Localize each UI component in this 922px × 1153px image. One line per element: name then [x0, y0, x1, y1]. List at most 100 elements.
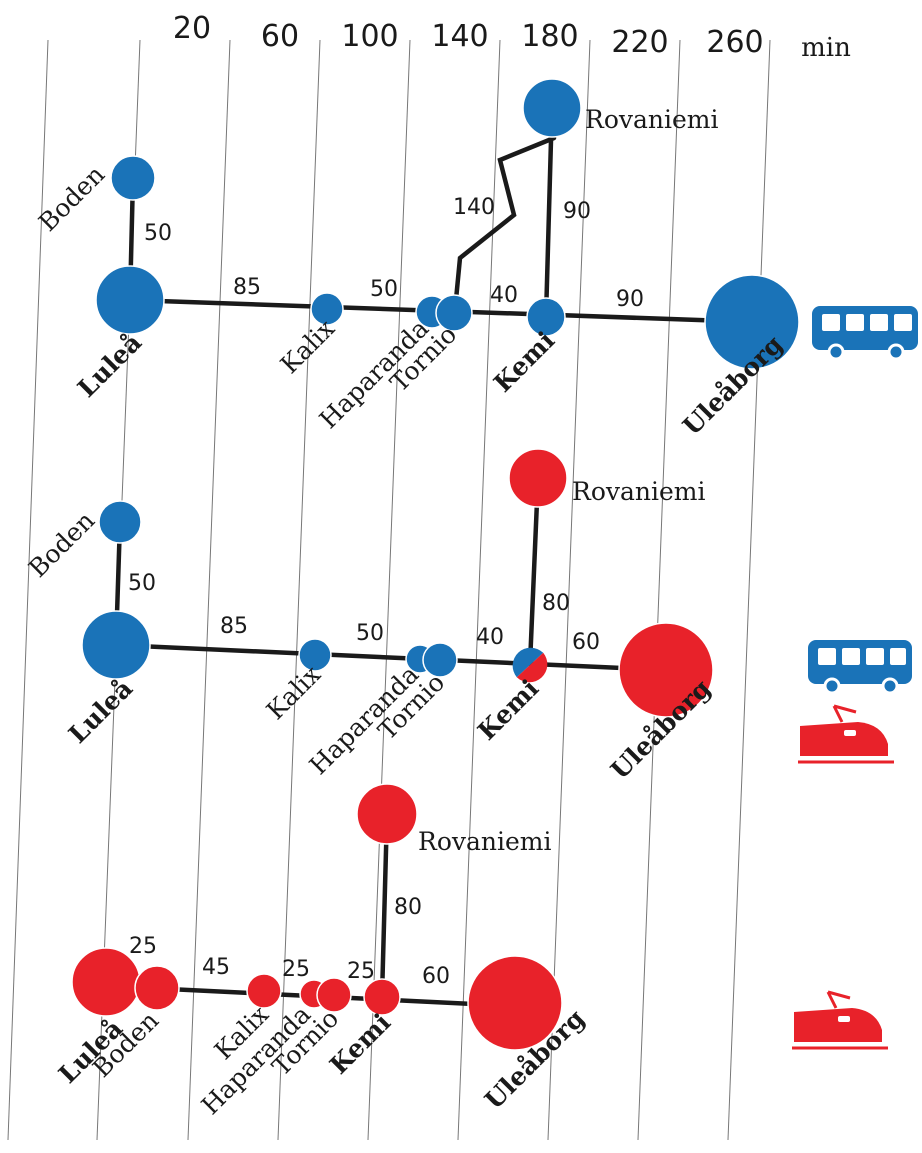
stations [95, 78, 800, 370]
travel-time-label: 80 [394, 895, 422, 920]
time-axis: 20 60 100 140 180 220 260 min [173, 11, 851, 63]
travel-time-label: 90 [563, 199, 591, 224]
travel-time-label: 85 [233, 275, 261, 300]
travel-time-label: 45 [202, 955, 230, 980]
bus-window [818, 648, 836, 665]
gridline [727, 39, 771, 1141]
station-node-kemi-bus-half [512, 647, 544, 678]
train-window [844, 730, 856, 736]
travel-time-label: 60 [422, 964, 450, 989]
axis-tick-label: 260 [706, 25, 763, 60]
train-window [838, 1016, 850, 1022]
station-node-uleaborg[interactable] [618, 622, 714, 718]
gridline [457, 39, 501, 1141]
station-label-lulea: Luleå [72, 328, 147, 403]
travel-time-label: 50 [144, 221, 172, 246]
travel-time-label: 25 [282, 957, 310, 982]
bus-window [846, 314, 864, 331]
station-label-kemi: Kemi [488, 326, 560, 398]
route-line [452, 135, 557, 313]
bus-icon [808, 640, 912, 695]
train-icon [798, 704, 894, 764]
bus-wheel [881, 677, 899, 695]
bus-window [890, 648, 906, 665]
station-node-uleaborg[interactable] [467, 955, 563, 1051]
travel-time-label: 50 [128, 571, 156, 596]
station-label-boden: Boden [33, 160, 110, 237]
travel-time-label: 60 [572, 630, 600, 655]
gridline [277, 39, 321, 1141]
station-node-rovaniemi[interactable] [508, 448, 568, 508]
route-line [113, 642, 668, 673]
bus-window [894, 314, 912, 331]
panel-bus-train: 50 85 50 40 80 60 Boden Luleå Kalix Hapa… [23, 448, 912, 785]
train-body [794, 1008, 882, 1042]
station-node-rovaniemi[interactable] [522, 78, 582, 138]
station-node-uleaborg[interactable] [704, 274, 800, 370]
travel-time-label: 50 [356, 621, 384, 646]
gridline [7, 39, 49, 1141]
station-node-kalix[interactable] [298, 638, 332, 672]
travel-time-label: 25 [347, 959, 375, 984]
station-node-boden[interactable] [134, 965, 180, 1011]
station-label-rovaniemi: Rovaniemi [572, 477, 706, 506]
train-icon [792, 990, 888, 1050]
travel-time-label: 40 [490, 283, 518, 308]
travel-time-labels: 25 45 25 25 80 60 [129, 895, 450, 989]
bus-window [866, 648, 884, 665]
panel-bus: 50 85 50 40 90 90 140 Boden Luleå Kalix … [33, 78, 918, 441]
stations [81, 448, 714, 718]
axis-tick-label: 60 [261, 19, 299, 54]
station-node-kalix[interactable] [246, 973, 282, 1009]
axis-tick-label: 140 [431, 19, 488, 54]
gridline [547, 39, 591, 1141]
travel-time-label: 90 [616, 287, 644, 312]
station-label-kemi: Kemi [472, 674, 544, 746]
station-node-rovaniemi[interactable] [356, 783, 418, 845]
station-node-kemi[interactable] [526, 297, 566, 337]
station-node-kemi[interactable] [363, 978, 401, 1016]
axis-tick-label: 20 [173, 11, 211, 46]
station-label-rovaniemi: Rovaniemi [585, 105, 719, 134]
train-pantograph [833, 704, 857, 714]
station-node-tornio[interactable] [435, 294, 473, 332]
train-body [800, 722, 888, 756]
route-line [527, 475, 541, 667]
bus-wheel [823, 677, 841, 695]
travel-time-label: 50 [370, 277, 398, 302]
station-node-lulea[interactable] [81, 610, 151, 680]
bus-window [842, 648, 860, 665]
station-node-kalix[interactable] [310, 292, 344, 326]
station-label-boden: Boden [23, 506, 100, 583]
train-pantograph [832, 705, 844, 723]
bus-wheel [887, 343, 905, 361]
station-node-lulea[interactable] [95, 265, 165, 335]
travel-time-label: 40 [476, 625, 504, 650]
travel-time-label: 140 [453, 195, 495, 220]
train-pantograph [826, 991, 838, 1009]
station-label-lulea: Luleå [63, 674, 138, 749]
station-node-kemi-train-half [516, 652, 548, 683]
travel-time-label: 85 [220, 614, 248, 639]
bus-wheel [827, 343, 845, 361]
axis-unit-label: min [801, 33, 851, 63]
train-pantograph [827, 990, 851, 1000]
travel-time-labels: 50 85 50 40 90 90 140 [144, 195, 644, 312]
gridline [187, 39, 231, 1141]
gridline [367, 39, 411, 1141]
stations [71, 783, 563, 1051]
axis-tick-label: 100 [341, 19, 398, 54]
bus-window [822, 314, 840, 331]
travel-time-label: 25 [129, 934, 157, 959]
station-node-tornio[interactable] [422, 642, 458, 678]
station-node-boden[interactable] [98, 500, 142, 544]
axis-tick-label: 180 [521, 19, 578, 54]
bus-window [870, 314, 888, 331]
bus-icon [812, 306, 918, 361]
station-node-kemi[interactable] [512, 647, 548, 683]
travel-time-label: 80 [542, 591, 570, 616]
station-node-tornio[interactable] [316, 977, 352, 1013]
panel-train: 25 45 25 25 80 60 Luleå Boden Kalix Hapa… [53, 783, 888, 1120]
gridline [637, 39, 681, 1141]
station-node-boden[interactable] [110, 155, 156, 201]
